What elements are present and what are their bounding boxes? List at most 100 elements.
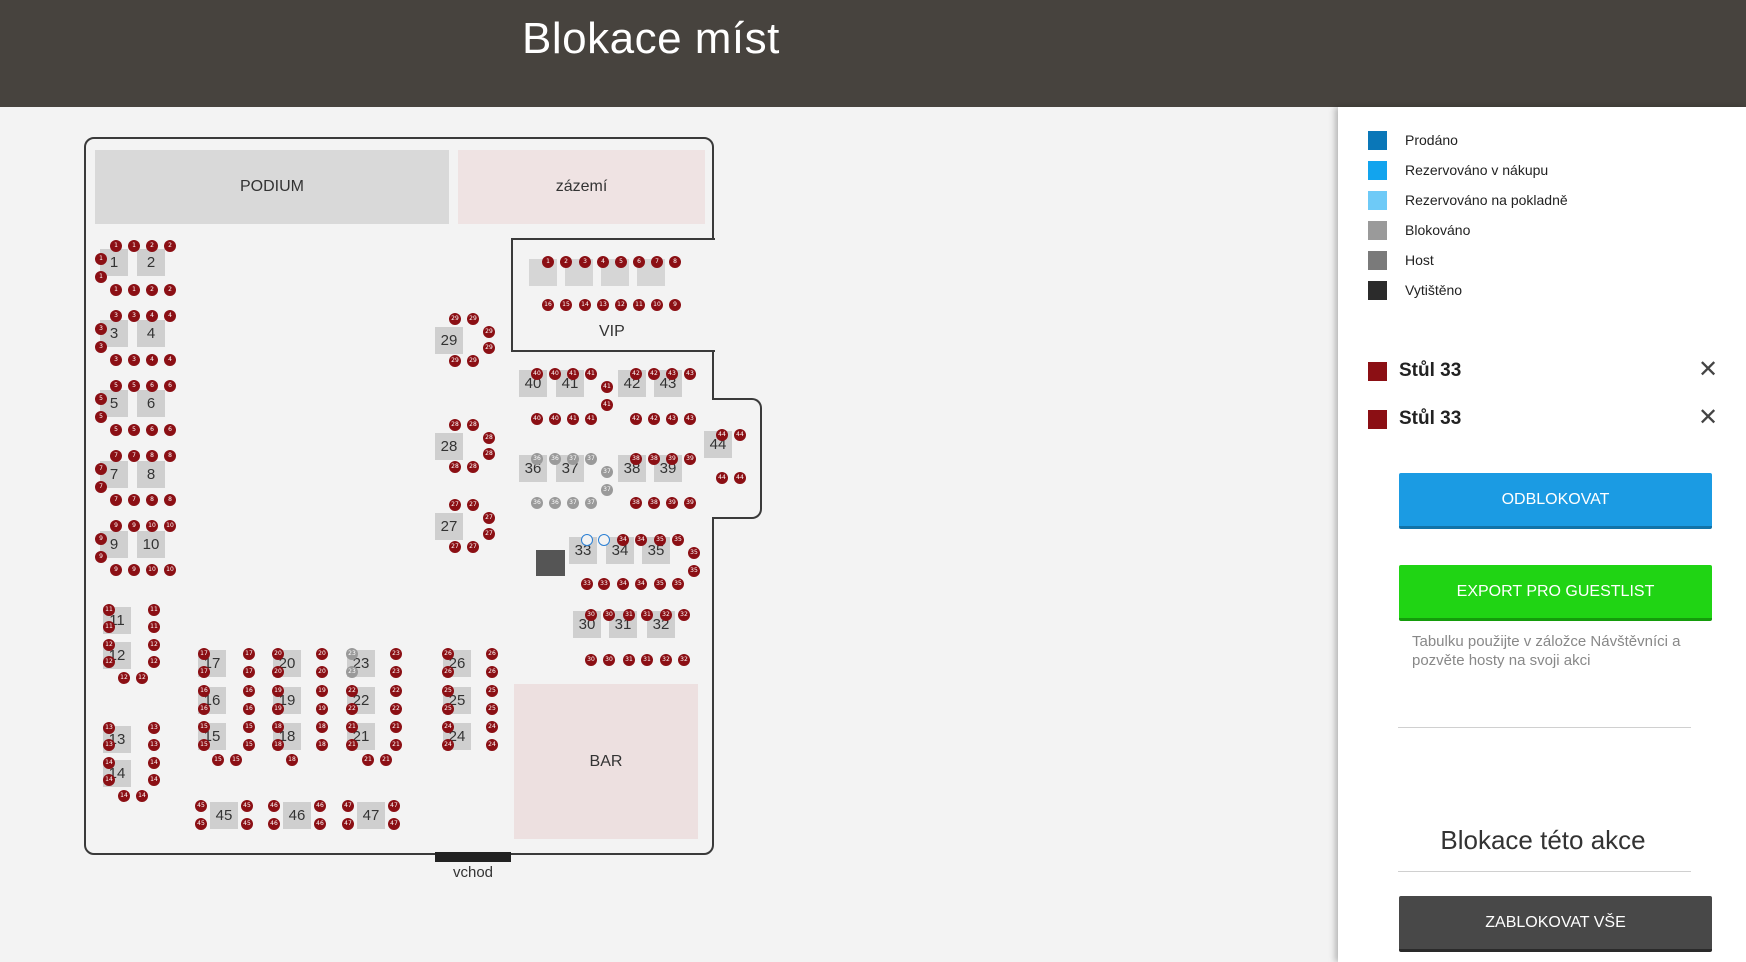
seat[interactable]: 7 — [651, 256, 663, 268]
seat[interactable]: 36 — [531, 497, 543, 509]
table-2[interactable]: 2 — [137, 249, 165, 276]
seat[interactable]: 14 — [579, 299, 591, 311]
seat[interactable]: 40 — [549, 413, 561, 425]
seat[interactable]: 36 — [531, 453, 543, 465]
seat[interactable]: 17 — [198, 666, 210, 678]
seat[interactable]: 21 — [380, 754, 392, 766]
seat[interactable]: 12 — [103, 656, 115, 668]
table-29[interactable]: 29 — [435, 327, 463, 354]
seat[interactable]: 40 — [549, 368, 561, 380]
seat[interactable]: 45 — [241, 818, 253, 830]
seat[interactable]: 28 — [483, 448, 495, 460]
seat[interactable]: 8 — [146, 494, 158, 506]
seat[interactable]: 43 — [666, 413, 678, 425]
seat[interactable]: 12 — [615, 299, 627, 311]
seat[interactable]: 25 — [486, 685, 498, 697]
seat[interactable]: 9 — [110, 564, 122, 576]
seat[interactable]: 2 — [164, 240, 176, 252]
seat[interactable]: 35 — [688, 547, 700, 559]
seat[interactable]: 21 — [390, 721, 402, 733]
seat[interactable]: 26 — [486, 648, 498, 660]
seat[interactable]: 33 — [581, 578, 593, 590]
seat[interactable]: 26 — [442, 666, 454, 678]
seat[interactable]: 14 — [148, 774, 160, 786]
seat[interactable]: 29 — [449, 355, 461, 367]
seat[interactable]: 17 — [243, 648, 255, 660]
seat[interactable]: 34 — [635, 534, 647, 546]
seat[interactable]: 22 — [346, 685, 358, 697]
seat[interactable]: 3 — [579, 256, 591, 268]
seat[interactable]: 37 — [585, 453, 597, 465]
seat[interactable]: 22 — [346, 703, 358, 715]
seat[interactable]: 28 — [449, 419, 461, 431]
seat[interactable]: 13 — [148, 722, 160, 734]
remove-selection-icon[interactable]: ✕ — [1698, 404, 1719, 431]
seat[interactable]: 41 — [601, 399, 613, 411]
seat[interactable]: 24 — [486, 739, 498, 751]
seat[interactable]: 18 — [286, 754, 298, 766]
printed-item[interactable] — [536, 550, 565, 576]
seat[interactable]: 20 — [316, 666, 328, 678]
seat[interactable]: 1 — [110, 284, 122, 296]
seat[interactable]: 27 — [449, 541, 461, 553]
seat[interactable]: 27 — [467, 499, 479, 511]
seat[interactable]: 37 — [567, 453, 579, 465]
seat[interactable]: 22 — [390, 685, 402, 697]
seat[interactable]: 42 — [630, 413, 642, 425]
seat[interactable]: 19 — [272, 685, 284, 697]
seat[interactable]: 37 — [601, 466, 613, 478]
seat[interactable]: 13 — [148, 739, 160, 751]
seat[interactable]: 13 — [597, 299, 609, 311]
seat[interactable]: 10 — [146, 564, 158, 576]
table-45[interactable]: 45 — [210, 802, 238, 829]
table-8[interactable]: 8 — [137, 461, 165, 488]
seat[interactable]: 34 — [617, 578, 629, 590]
seat[interactable]: 46 — [314, 818, 326, 830]
seat[interactable]: 7 — [128, 494, 140, 506]
seat[interactable]: 7 — [128, 450, 140, 462]
seat[interactable]: 35 — [672, 534, 684, 546]
seat[interactable]: 40 — [531, 413, 543, 425]
seat[interactable]: 5 — [128, 424, 140, 436]
seat[interactable]: 20 — [272, 648, 284, 660]
seat[interactable]: 45 — [241, 800, 253, 812]
seat[interactable]: 41 — [601, 381, 613, 393]
seat[interactable]: 27 — [483, 528, 495, 540]
seat[interactable]: 7 — [110, 494, 122, 506]
seat[interactable]: 1 — [95, 271, 107, 283]
seat[interactable]: 2 — [164, 284, 176, 296]
seat[interactable]: 11 — [103, 604, 115, 616]
seat[interactable]: 31 — [641, 654, 653, 666]
seat[interactable]: 43 — [684, 368, 696, 380]
seat[interactable]: 35 — [654, 578, 666, 590]
seat[interactable]: 15 — [198, 739, 210, 751]
seat[interactable]: 20 — [272, 666, 284, 678]
seat[interactable]: 47 — [342, 800, 354, 812]
seat[interactable]: 21 — [346, 721, 358, 733]
seat[interactable]: 14 — [118, 790, 130, 802]
seat[interactable]: 31 — [623, 609, 635, 621]
seat[interactable]: 25 — [486, 703, 498, 715]
seat[interactable]: 8 — [146, 450, 158, 462]
seat[interactable]: 16 — [198, 703, 210, 715]
seat[interactable]: 21 — [390, 739, 402, 751]
table-6[interactable]: 6 — [137, 390, 165, 417]
seat[interactable]: 41 — [585, 368, 597, 380]
table-47[interactable]: 47 — [357, 802, 385, 829]
seat[interactable]: 17 — [198, 648, 210, 660]
seat[interactable]: 34 — [617, 534, 629, 546]
seat[interactable]: 5 — [110, 380, 122, 392]
seat[interactable]: 24 — [442, 721, 454, 733]
seat[interactable]: 9 — [669, 299, 681, 311]
seat[interactable]: 16 — [542, 299, 554, 311]
seat[interactable]: 20 — [316, 648, 328, 660]
block-all-button[interactable]: ZABLOKOVAT VŠE — [1399, 896, 1712, 952]
seat[interactable]: 29 — [467, 313, 479, 325]
seat[interactable]: 26 — [442, 648, 454, 660]
seat[interactable]: 33 — [598, 578, 610, 590]
seat[interactable]: 11 — [103, 621, 115, 633]
seat[interactable]: 31 — [641, 609, 653, 621]
seat[interactable]: 29 — [467, 355, 479, 367]
seat[interactable]: 41 — [567, 368, 579, 380]
seat[interactable]: 25 — [442, 703, 454, 715]
